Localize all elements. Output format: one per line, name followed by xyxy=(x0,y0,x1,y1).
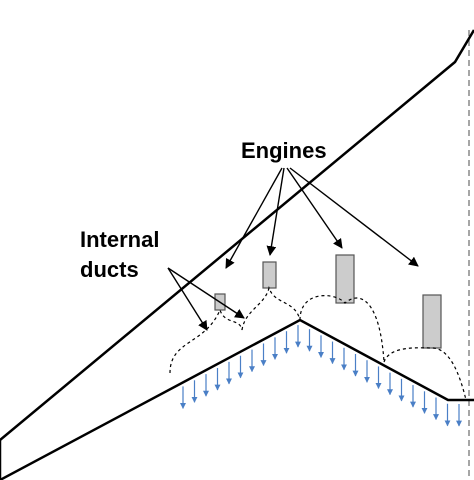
engines-label: Engines xyxy=(241,138,327,163)
duct-2 xyxy=(241,285,301,331)
engine-2 xyxy=(262,261,277,289)
internal-ducts-label-line1: Internal xyxy=(80,227,159,252)
engine-4 xyxy=(422,294,442,349)
ducts-arrow-2 xyxy=(167,267,245,319)
ducts-arrow-1 xyxy=(167,267,208,331)
wing-leading-edge xyxy=(0,29,474,441)
engines-arrow-4 xyxy=(289,167,419,267)
leader-arrows xyxy=(167,167,419,331)
duct-1 xyxy=(169,308,243,374)
engines-arrow-3 xyxy=(286,167,343,249)
duct-4 xyxy=(383,347,467,401)
internal-ducts-label-line2: ducts xyxy=(80,257,139,282)
engines-arrow-2 xyxy=(266,167,285,256)
wing-trailing-edge xyxy=(0,318,474,480)
engine-3 xyxy=(335,254,355,304)
exhaust-flow-arrows xyxy=(180,325,462,427)
internal-ducts xyxy=(169,285,467,401)
engines-arrow-1 xyxy=(225,167,283,269)
duct-3 xyxy=(299,295,385,363)
